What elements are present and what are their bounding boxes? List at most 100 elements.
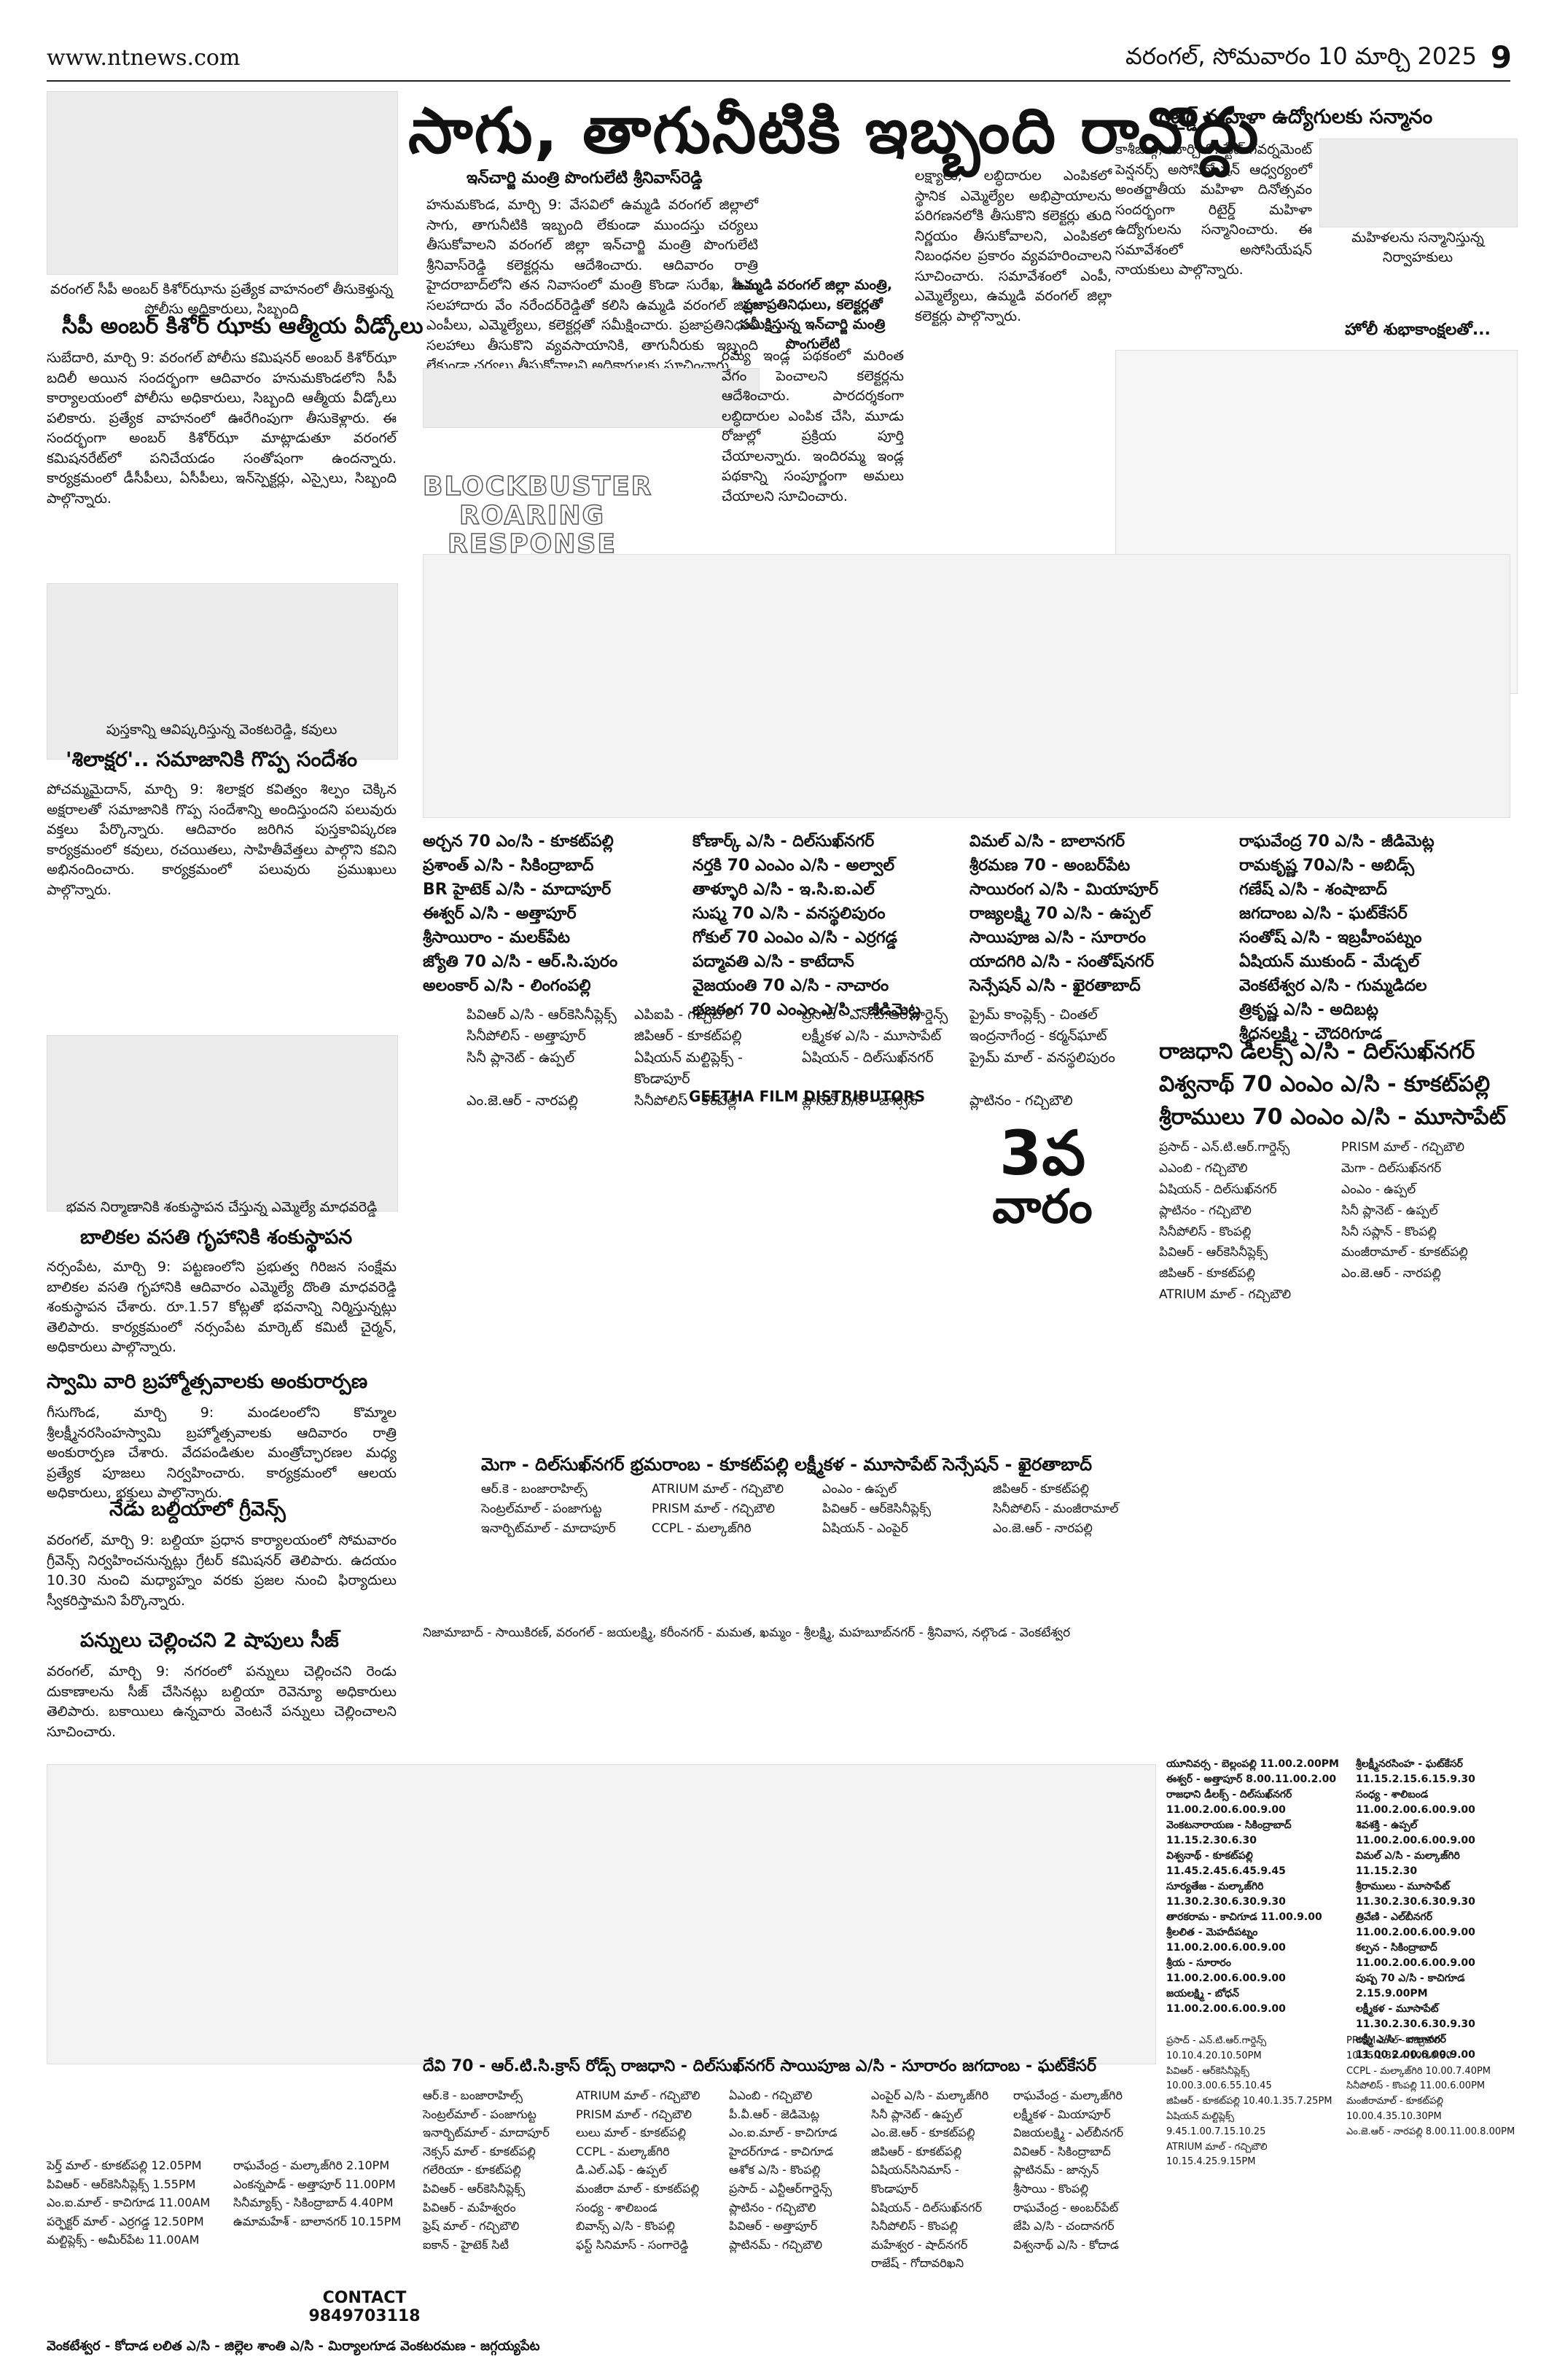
right-list-item: ఎం.జె.ఆర్ - నారపల్లి: [1341, 1266, 1441, 1281]
film-poster: [423, 554, 1510, 818]
cp-text: సుబేదారి, మార్చి 9: వరంగల్ పోలీసు కమిషనర…: [47, 350, 397, 507]
week-badge: 3వ వారం: [969, 1123, 1115, 1230]
lead-byline: ఇన్‌చార్జి మంత్రి పొంగులేటి శ్రీనివాస్‌ర…: [467, 169, 703, 187]
theatre-16: విమల్ ఎ/సి - బాలానగర్: [969, 832, 1125, 851]
sriramulu-line: శ్రీరాములు 70 ఎంఎం ఎ/సి - మూసాపేట్: [1159, 1104, 1506, 1130]
theatre-30: త్రికృష్ణ ఎ/సి - అదిబట్ల: [1239, 1001, 1379, 1019]
bottom-list-item: హైదర్‌గూడ - కాచిగూడ: [729, 2144, 834, 2158]
lead-para1: హనుమకొండ, మార్చి 9: వేసవిలో ఉమ్మడి వరంగల…: [426, 197, 758, 374]
schedule-small-item: పివిఆర్ - ఆర్‌కెసినీప్లెక్స్ 10.00.3.00.…: [1166, 2065, 1272, 2092]
schedule-left: యూనివర్స - బెల్లంపల్లి 11.00.2.00PM ఈశ్వ…: [1166, 1757, 1349, 2017]
cp-photo-caption: వరంగల్ సీపీ అంబర్ కిశోర్‌ఝాను ప్రత్యేక వ…: [50, 281, 394, 317]
film-ad-col3: విమల్ ఎ/సి - బాలానగర్ శ్రీరమణ 70 - అంబర్…: [969, 830, 1239, 998]
bottom-list-item: ఫ్రెష్ మాల్ - గచ్చిబౌలి: [423, 2219, 520, 2233]
temple-headline: స్వామి వారి బ్రహ్మోత్సవాలకు అంకురార్పణ: [47, 1370, 368, 1393]
bottom-list-item: ఏఎంబి - గచ్చిబౌలి: [729, 2088, 813, 2102]
schedule-small-item: PRISM మాల్ - గచ్చిబౌలి 10.35.1.35.4.10.1…: [1346, 2035, 1452, 2061]
film-ad-col2: కోణార్క్ ఎ/సి - దిల్‌సుఖ్‌నగర్ నర్తకి 70…: [692, 830, 962, 1022]
bottom-list-item: ప్లాటినమ్ - జాన్సన్: [1013, 2163, 1099, 2177]
retired-photo: [1319, 138, 1518, 227]
bottom-list-item: బివాన్స్ ఎ/సి - కొంపల్లి: [576, 2219, 675, 2233]
schedule-small-item: ఎం.జె.ఆర్ - నారపల్లి 8.00.11.00.8.00PM: [1346, 2126, 1515, 2137]
bottom-list-item: ఏషియన్‌సినిమాస్ - కొండాపూర్: [871, 2163, 959, 2196]
schedule-item: లక్ష్మీకళ - మూసాపేట్ 11.30.2.30.6.30.9.3…: [1356, 2003, 1475, 2030]
hostel-text: నర్సంపేట, మార్చి 9: పట్టణంలోని ప్రభుత్వ …: [47, 1259, 397, 1356]
retired-caption: మహిళలను సన్మానిస్తున్న నిర్వాహకులు: [1351, 230, 1484, 265]
schedule-small-item: ఏషియన్ మల్టిప్లెక్స్ 9.45.1.00.7.15.10.2…: [1166, 2110, 1266, 2137]
bottom-list-item: విశ్వనాథ్ ఎ/సి - కోదాడ: [1013, 2237, 1119, 2252]
contact-block: CONTACT 9849703118: [306, 2289, 423, 2325]
bottom-poster: [47, 1764, 1156, 2064]
theatre-12: గోకుల్ 70 ఎంఎం ఎ/సి - ఎర్రగడ్డ: [692, 929, 897, 947]
bottom-list-item: ఐకాన్ - హైటెక్ సిటీ: [423, 2237, 510, 2252]
mall-item: ప్రైమ్ మాల్ - వనస్థలిపురం: [969, 1049, 1115, 1066]
bottom-list-item: రాఘవేంద్ర - అంబర్‌పేట్: [1013, 2200, 1119, 2215]
shops-text: వరంగల్, మార్చి 9: నగరంలో పన్నులు చెల్లిం…: [47, 1663, 397, 1740]
bottom-list-item: పివిఆర్ - మహేశ్వరం: [423, 2200, 516, 2215]
theatre-31: శ్రీధనలక్ష్మి - చౌదరిగూడ: [1239, 1025, 1383, 1043]
schedule-small: ప్రసాద్ - ఎన్.టి.ఆర్.గార్డెన్స్ 10.10.4.…: [1166, 2034, 1516, 2170]
bottom-list-item: ఇనార్బిట్‌మాల్ - మాదాపూర్: [423, 2126, 550, 2140]
schedule-item: లక్ష్మీ ఎ/సి - బాలానగర్ 11.00.2.00.6.00.…: [1356, 2034, 1475, 2061]
bottom-line: వెంకటేశ్వర - కోదాడ లలిత ఎ/సి - జిల్లెల శ…: [47, 2338, 540, 2354]
bottom-list-a: ఆర్.కె - బంజారాహిల్స్ సెంట్రల్‌మాల్ - పం…: [423, 2086, 569, 2254]
bottom-list-item: ATRIUM మాల్ - గచ్చిబౌలి: [576, 2088, 701, 2102]
schedule-item: శ్రీయ - సూరారం 11.00.2.00.6.00.9.00: [1166, 1957, 1286, 1984]
bottom-list-item: ఆర్.కె - బంజారాహిల్స్: [423, 2088, 523, 2102]
theatre-25: గణేష్ ఎ/సి - శంషాబాద్: [1239, 881, 1387, 899]
bottom-left-item: ఎం.ఐ.మాల్ - కాచిగూడ 11.00AM: [47, 2196, 211, 2210]
lead-photo: [423, 368, 760, 428]
mall-item: సినీ ప్లానెట్ - ఉప్పల్: [467, 1049, 575, 1066]
schedule-small-item: మంజీరామాల్ - కూకట్‌పల్లి 10.00.4.35.10.3…: [1346, 2096, 1443, 2122]
bottom-left-item: పివిఆర్ - ఆర్‌కెసినీప్లెక్స్ 1.55PM: [47, 2177, 196, 2191]
right-list-item: ప్లాటినం - గచ్చిబౌలి: [1159, 1203, 1252, 1218]
mall-grid: పివిఆర్ ఎ/సి - ఆర్‌కెసినీప్లెక్స్ ఎపిఐపి…: [467, 1004, 1137, 1112]
dateline: వరంగల్, సోమవారం 10 మార్చి 2025: [1125, 42, 1477, 70]
theatre-28: ఏషియన్ ముకుంద్ - మేడ్చల్: [1239, 953, 1420, 971]
mid-list-item: ఇనార్బిట్‌మాల్ - మాదాపూర్: [481, 1521, 616, 1537]
bottom-list-item: జేపి ఎ/సి - చందానగర్: [1013, 2219, 1115, 2233]
schedule-small-item: జిపిఆర్ - కూకట్‌పల్లి 10.40.1.35.7.25PM: [1166, 2096, 1332, 2107]
theatre-26: జగదాంబ ఎ/సి - ఘట్‌కేసర్: [1239, 905, 1408, 923]
bottom-list-item: ఎం.జె.ఆర్ - కూకట్‌పల్లి: [871, 2126, 975, 2140]
schedule-small-item: సినీపోలిస్ - కొంపల్లి 11.00.6.00PM: [1346, 2080, 1486, 2092]
mid-list-item: పివిఆర్ - ఆర్‌కెసినీప్లెక్స్: [822, 1502, 932, 1517]
theatre-2: ప్రశాంత్ ఎ/సి - సికింద్రాబాద్: [423, 857, 594, 875]
film-ad-right-heads: రాజధాని డీలక్స్ ఎ/సి - దిల్‌సుఖ్‌నగర్ వి…: [1159, 1035, 1509, 1134]
blockbuster-banner: BLOCKBUSTER ROARING RESPONSE: [422, 472, 652, 559]
vishwanath-line: విశ్వనాథ్ 70 ఎంఎం ఎ/సి - కూకట్‌పల్లి: [1159, 1072, 1491, 1097]
contact-number[interactable]: 9849703118: [308, 2307, 421, 2325]
retired-text: కాశీబుగ్గ, మార్చి 9: స్టేట్ గవర్నమెంట్ ప…: [1115, 141, 1312, 278]
cp-photo: [47, 91, 398, 275]
bottom-left-item: పెర్త్ మాల్ - కూకట్‌పల్లి 12.05PM: [47, 2158, 202, 2172]
temple-text: గీసుగొండ, మార్చి 9: మండలంలోని కొమ్మాల శ్…: [47, 1405, 397, 1502]
theatre-13: పద్మావతి ఎ/సి - కాటేదాన్: [692, 953, 854, 971]
theatre-21: యాదగిరి ఎ/సి - సంతోష్‌నగర్: [969, 953, 1155, 971]
right-list-item: జిపిఆర్ - కూకట్‌పల్లి: [1159, 1266, 1255, 1281]
theatre-17: శ్రీరమణ 70 - అంబర్‌పేట: [969, 857, 1131, 875]
mall-row: సినీ ప్లానెట్ - ఉప్పల్ ఏషియన్ మల్టిప్లెక…: [467, 1047, 1137, 1090]
film-ad-right-list: ప్రసాద్ - ఎన్.టి.ఆర్.గార్డెన్స్ ఎఎంబి - …: [1159, 1137, 1509, 1306]
retired-headline: రిటైర్డ్ మహిళా ఉద్యోగులకు సన్మానం: [1159, 106, 1433, 128]
theatre-6: జ్యోతి 70 ఎ/సి - ఆర్.సి.పురం: [423, 953, 618, 971]
shops-headline: పన్నులు చెల్లించని 2 షాపులు సీజ్: [80, 1629, 339, 1652]
film-ad-col4: రాఘవేంద్ర 70 ఎ/సి - జీడిమెట్ల రామకృష్ణ 7…: [1239, 830, 1509, 1046]
theatre-23: రాఘవేంద్ర 70 ఎ/సి - జీడిమెట్ల: [1239, 832, 1435, 851]
right-list-item: ATRIUM మాల్ - గచ్చిబౌలి: [1159, 1287, 1292, 1303]
bottom-list-item: ఎం.ఐ.మాల్ - కాచిగూడ: [729, 2126, 838, 2140]
mall-item: పివిఆర్ ఎ/సి - ఆర్‌కెసినీప్లెక్స్: [467, 1007, 617, 1023]
right-list-item: సినీ సప్లాన్ - కొంపల్లి: [1341, 1224, 1437, 1239]
bottom-list-item: సినీపోలిస్ - కొంపల్లి: [871, 2219, 958, 2233]
website-url[interactable]: www.ntnews.com: [47, 45, 241, 71]
mall-item: ఏషియన్ మల్టిప్లెక్స్ - కొండాపూర్: [634, 1049, 743, 1088]
hostel-photo: [47, 1035, 398, 1212]
theatre-22: సెన్సేషన్ ఎ/సి - ఖైరతాబాద్: [969, 977, 1141, 995]
mall-row: పివిఆర్ ఎ/సి - ఆర్‌కెసినీప్లెక్స్ ఎపిఐపి…: [467, 1004, 1137, 1026]
bottom-list-item: ప్లాటినమ్ - గచ్చిబౌలి: [729, 2237, 823, 2252]
bottom-left-item: పర్ఫెక్టర్ మాల్ - ఎర్రగడ్డ 12.50PM: [47, 2214, 204, 2228]
theatre-15: భజరంగ 70 ఎంఎం ఎ/సి - జీడిమెట్ల: [692, 1001, 921, 1019]
bottom-left-item: ఎంకన్నపాడ్ - అత్తాపూర్ 11.00PM: [233, 2177, 396, 2191]
bottom-list-e: రాఘవేంద్ర - మల్కాజ్‌గిరి లక్ష్మీకళ - మియ…: [1013, 2086, 1159, 2254]
grievance-text: వరంగల్, మార్చి 9: బల్దియా ప్రధాన కార్యాల…: [47, 1532, 397, 1609]
rajadhani-line: రాజధాని డీలక్స్ ఎ/సి - దిల్‌సుఖ్‌నగర్: [1159, 1039, 1475, 1064]
